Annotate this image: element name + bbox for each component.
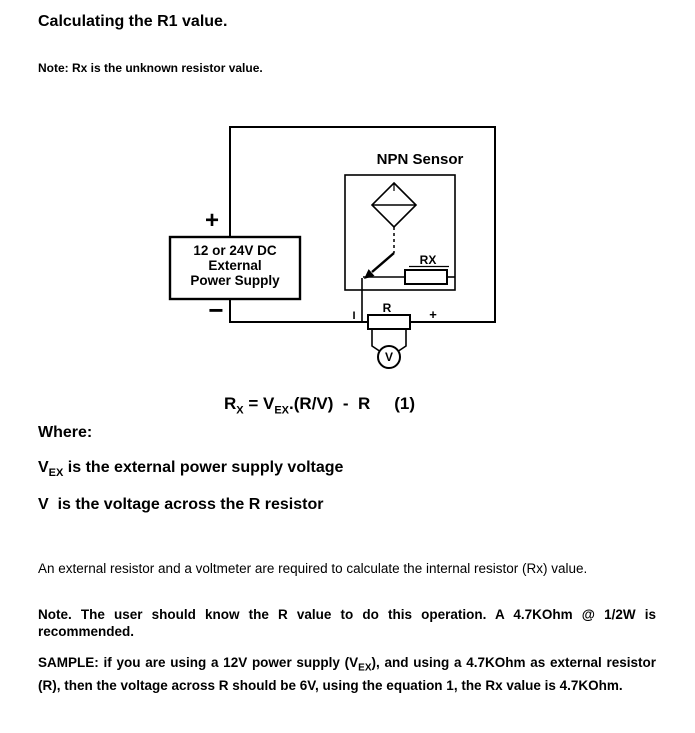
- r-resistor: [367, 314, 411, 330]
- power-supply-box: [168, 235, 302, 301]
- current-label: I: [352, 310, 355, 322]
- minus-terminal-label: −: [208, 295, 223, 325]
- power-supply-line2: External: [208, 258, 261, 273]
- eq-mid: = V: [243, 394, 275, 413]
- sensor-box: [344, 174, 456, 291]
- eq-mid-sub: EX: [274, 404, 290, 417]
- plus-right-label: +: [429, 307, 437, 322]
- voltmeter-lead-left: [371, 329, 382, 353]
- output-arrow-line: [371, 252, 395, 273]
- voltmeter-label: V: [385, 350, 393, 364]
- power-supply-line1: 12 or 24V DC: [193, 243, 277, 258]
- vex-symbol-sub: EX: [48, 467, 64, 480]
- r-label: R: [383, 301, 392, 315]
- vex-text: is the external power supply voltage: [63, 459, 344, 476]
- sample-sub: EX: [358, 662, 372, 674]
- v-definition: V is the voltage across the R resistor: [38, 496, 324, 513]
- eq-lhs-sub: X: [236, 404, 244, 417]
- where-label: Where:: [38, 424, 93, 441]
- paragraph-external-resistor: An external resistor and a voltmeter are…: [38, 561, 588, 576]
- outer-wire-bottom: [229, 299, 368, 323]
- paragraph-sample: SAMPLE: if you are using a 12V power sup…: [38, 654, 656, 694]
- note-line: Note: Rx is the unknown resistor value.: [38, 61, 263, 75]
- sensor-label: NPN Sensor: [377, 151, 464, 168]
- power-supply-line3: Power Supply: [190, 273, 280, 288]
- rx-label: RX: [420, 253, 437, 267]
- eq-tail: .(R/V) - R: [289, 394, 371, 413]
- voltmeter: [377, 345, 401, 369]
- voltmeter-lead-right: [396, 329, 407, 353]
- outer-wire-top: [229, 126, 496, 323]
- eq-number: (1): [394, 394, 416, 413]
- page-title: Calculating the R1 value.: [38, 13, 228, 30]
- paragraph-note-r-value: Note. The user should know the R value t…: [38, 607, 656, 639]
- sample-post: ), and using a 4.7KOhm as external resis…: [38, 655, 656, 693]
- vex-definition: VEX is the external power supply voltage: [38, 459, 343, 479]
- plus-terminal-label: +: [205, 207, 219, 234]
- rx-resistor: [404, 269, 448, 285]
- equation-1: RX = VEX.(R/V) - R (1): [224, 394, 415, 416]
- circuit-diagram: NPN Sensor RX I R + V 12 or 24V DC Exter…: [168, 126, 496, 369]
- sample-pre: SAMPLE: if you are using a 12V power sup…: [38, 655, 359, 670]
- vex-symbol: V: [38, 459, 49, 476]
- eq-lhs: R: [224, 394, 237, 413]
